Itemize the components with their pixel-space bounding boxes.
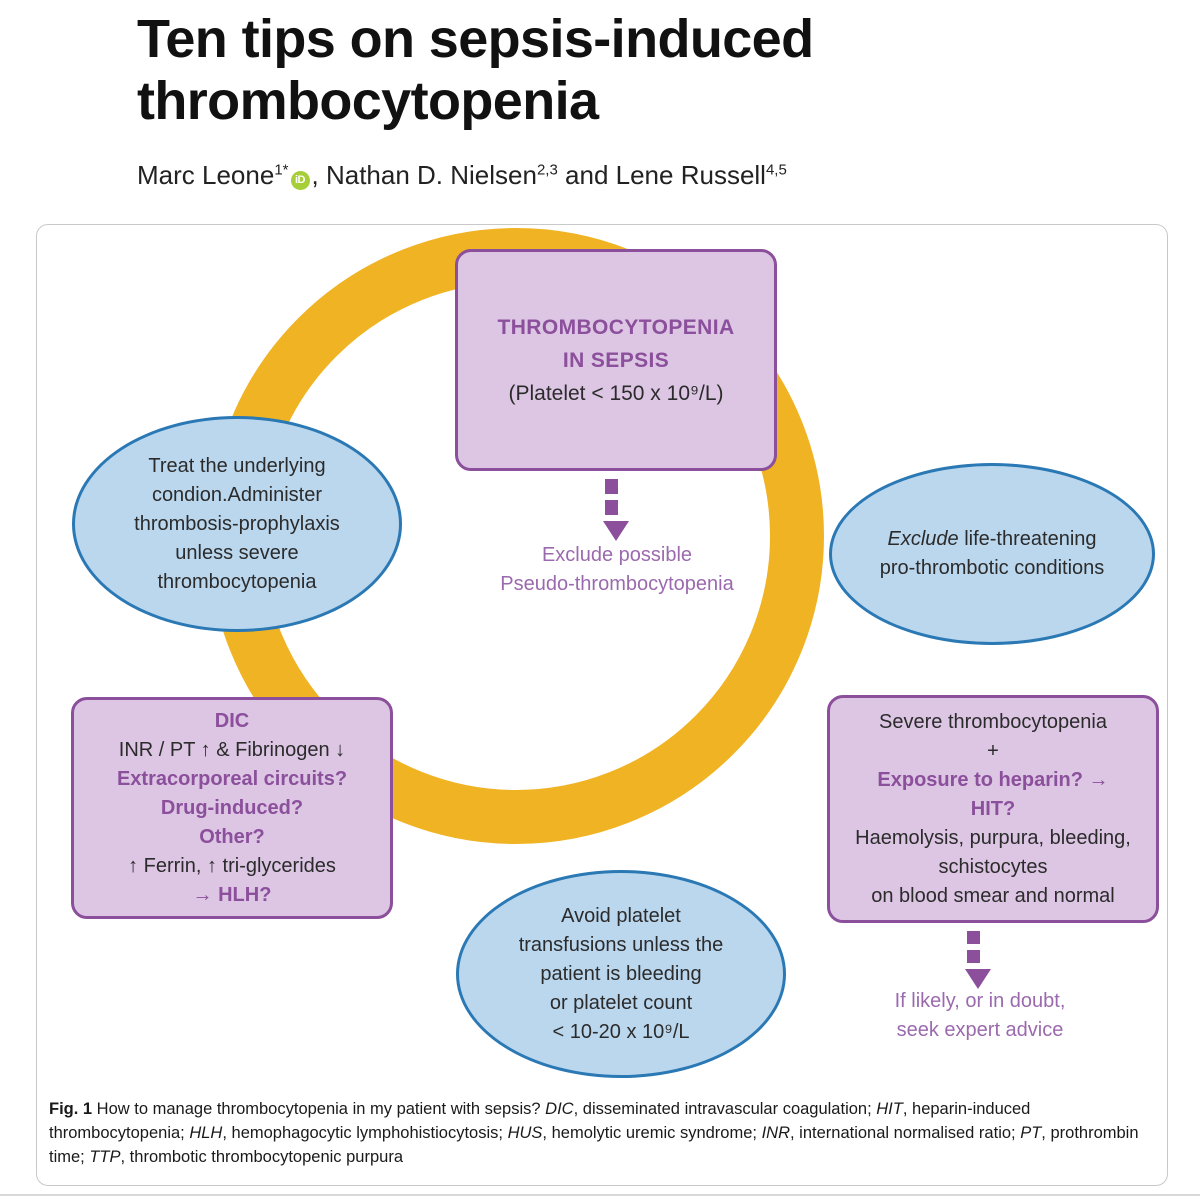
node-exclude-emphasis: Exclude: [887, 528, 959, 550]
title-line-1: Ten tips on sepsis-induced: [137, 9, 814, 69]
figure-card: THROMBOCYTOPENIA IN SEPSIS (Platelet < 1…: [36, 224, 1168, 1186]
node-avoid-line-4: or platelet count: [549, 991, 693, 1014]
caption-abbr-inr: INR: [761, 1124, 790, 1142]
node-treat-line-3: thrombosis-prophylaxis: [134, 512, 340, 535]
caption-abbr-hus: HUS: [507, 1124, 543, 1142]
node-hit-line-7: on blood smear and normal: [871, 884, 1115, 907]
arrow-segment: [966, 931, 980, 944]
caption-text-1: How to manage thrombocytopenia in my pat…: [92, 1100, 546, 1118]
author-name-2: Nathan D. Nielsen: [325, 160, 537, 190]
node-dic-line-4: Drug-induced?: [160, 796, 304, 819]
arrow-segment: [604, 500, 618, 515]
node-thrombocytopenia-line-1: THROMBOCYTOPENIA: [497, 315, 735, 339]
node-exclude-line-2: pro-thrombotic conditions: [879, 557, 1105, 579]
node-avoid-line-3: patient is bleeding: [540, 962, 702, 985]
author-conjunction: and: [557, 160, 616, 190]
node-exclude-line-1: Exclude life-threatening: [880, 525, 1105, 554]
caption-text-2: , disseminated intravascular coagulation…: [573, 1100, 877, 1118]
node-dic-line-3: Extracorporeal circuits?: [116, 767, 348, 790]
node-hit[interactable]: Severe thrombocytopenia + Exposure to he…: [827, 695, 1159, 923]
node-treat-line-2: condion.Administer: [151, 483, 323, 506]
dashed-arrow-down-icon: [603, 479, 629, 541]
node-hit-line-5: Haemolysis, purpura, bleeding,: [855, 826, 1131, 849]
node-dic-line-2: INR / PT ↑ & Fibrinogen ↓: [118, 738, 346, 761]
author-affiliation-3: 4,5: [765, 161, 787, 179]
node-avoid-line-2: transfusions unless the: [518, 933, 724, 956]
annotation-pseudo-line-1: Exclude possible: [541, 544, 693, 566]
node-hit-line-4: HIT?: [970, 797, 1016, 820]
node-hit-line-3: Exposure to heparin? →: [877, 768, 1109, 791]
caption-text-5: , hemolytic uremic syndrome;: [542, 1124, 762, 1142]
figure-caption: Fig. 1 How to manage thrombocytopenia in…: [49, 1097, 1153, 1169]
node-dic[interactable]: DIC INR / PT ↑ & Fibrinogen ↓ Extracorpo…: [71, 697, 393, 919]
annotation-expert-line-1: If likely, or in doubt,: [894, 990, 1066, 1012]
figure-diagram: THROMBOCYTOPENIA IN SEPSIS (Platelet < 1…: [37, 225, 1169, 1080]
page-title: Ten tips on sepsis-induced thrombocytope…: [137, 8, 997, 132]
caption-text-3: , heparin-induced thrombocytopenia;: [49, 1100, 1031, 1142]
author-affiliation-2: 2,3: [536, 161, 558, 179]
author-affiliation-1: 1*: [274, 161, 289, 179]
author-name-1: Marc Leone: [137, 160, 275, 190]
node-avoid-line-1: Avoid platelet: [561, 904, 681, 927]
annotation-expert-line-2: seek expert advice: [896, 1019, 1064, 1041]
node-exclude-prothrombotic-conditions[interactable]: Exclude life-threatening pro-thrombotic …: [829, 463, 1155, 645]
node-dic-line-1: DIC: [214, 709, 250, 732]
node-exclude-line-1-rest: life-threatening: [958, 528, 1097, 550]
caption-abbr-hlh: HLH: [189, 1124, 223, 1142]
figure-label: Fig. 1: [49, 1100, 93, 1118]
node-hit-line-6: schistocytes: [938, 855, 1048, 878]
orcid-icon[interactable]: iD: [290, 171, 310, 190]
node-treat-line-4: unless severe: [175, 541, 299, 564]
node-treat-line-1: Treat the underlying: [148, 454, 326, 477]
page-bottom-rule: [0, 1194, 1200, 1196]
node-dic-line-5: Other?: [199, 825, 265, 848]
node-treat-underlying-condition[interactable]: Treat the underlying condion.Administer …: [72, 416, 402, 632]
caption-abbr-pt: PT: [1020, 1124, 1042, 1142]
caption-text-4: , hemophagocytic lymphohistiocytosis;: [222, 1124, 508, 1142]
caption-text-8: , thrombotic thrombocytopenic purpura: [120, 1148, 403, 1166]
arrow-segment: [966, 950, 980, 963]
node-hit-line-1: Severe thrombocytopenia: [879, 710, 1107, 733]
caption-abbr-ttp: TTP: [89, 1148, 121, 1166]
arrow-segment: [604, 479, 618, 494]
arrow-head: [965, 969, 991, 989]
caption-text-7: , prothrombin time;: [49, 1124, 1139, 1166]
node-thrombocytopenia-line-3: (Platelet < 150 x 10⁹/L): [508, 381, 724, 405]
dashed-arrow-down-icon: [965, 931, 991, 989]
caption-abbr-dic: DIC: [545, 1100, 574, 1118]
caption-abbr-hit: HIT: [876, 1100, 903, 1118]
caption-text-6: , international normalised ratio;: [790, 1124, 1021, 1142]
author-name-3: Lene Russell: [615, 160, 766, 190]
node-thrombocytopenia-line-2: IN SEPSIS: [562, 348, 670, 372]
node-thrombocytopenia-in-sepsis[interactable]: THROMBOCYTOPENIA IN SEPSIS (Platelet < 1…: [455, 249, 777, 471]
node-avoid-platelet-transfusions[interactable]: Avoid platelet transfusions unless the p…: [456, 870, 786, 1078]
article-header: Ten tips on sepsis-induced thrombocytope…: [0, 0, 1200, 210]
annotation-exclude-pseudothrombocytopenia: Exclude possible Pseudo-thrombocytopenia: [467, 541, 767, 599]
annotation-seek-expert-advice: If likely, or in doubt, seek expert advi…: [845, 987, 1115, 1045]
node-dic-line-6: ↑ Ferrin, ↑ tri-glycerides: [128, 854, 336, 877]
authors-line: Marc Leone1*iD, Nathan D. Nielsen2,3 and…: [137, 160, 1037, 191]
node-dic-line-7: → HLH?: [192, 883, 272, 906]
title-line-2: thrombocytopenia: [137, 71, 599, 131]
node-avoid-line-5: < 10-20 x 10⁹/L: [552, 1020, 690, 1043]
node-treat-line-5: thrombocytopenia: [157, 570, 317, 593]
annotation-pseudo-line-2: Pseudo-thrombocytopenia: [500, 573, 734, 595]
author-separator-1: ,: [311, 160, 326, 190]
node-hit-line-2: +: [987, 739, 999, 762]
arrow-head: [603, 521, 629, 541]
